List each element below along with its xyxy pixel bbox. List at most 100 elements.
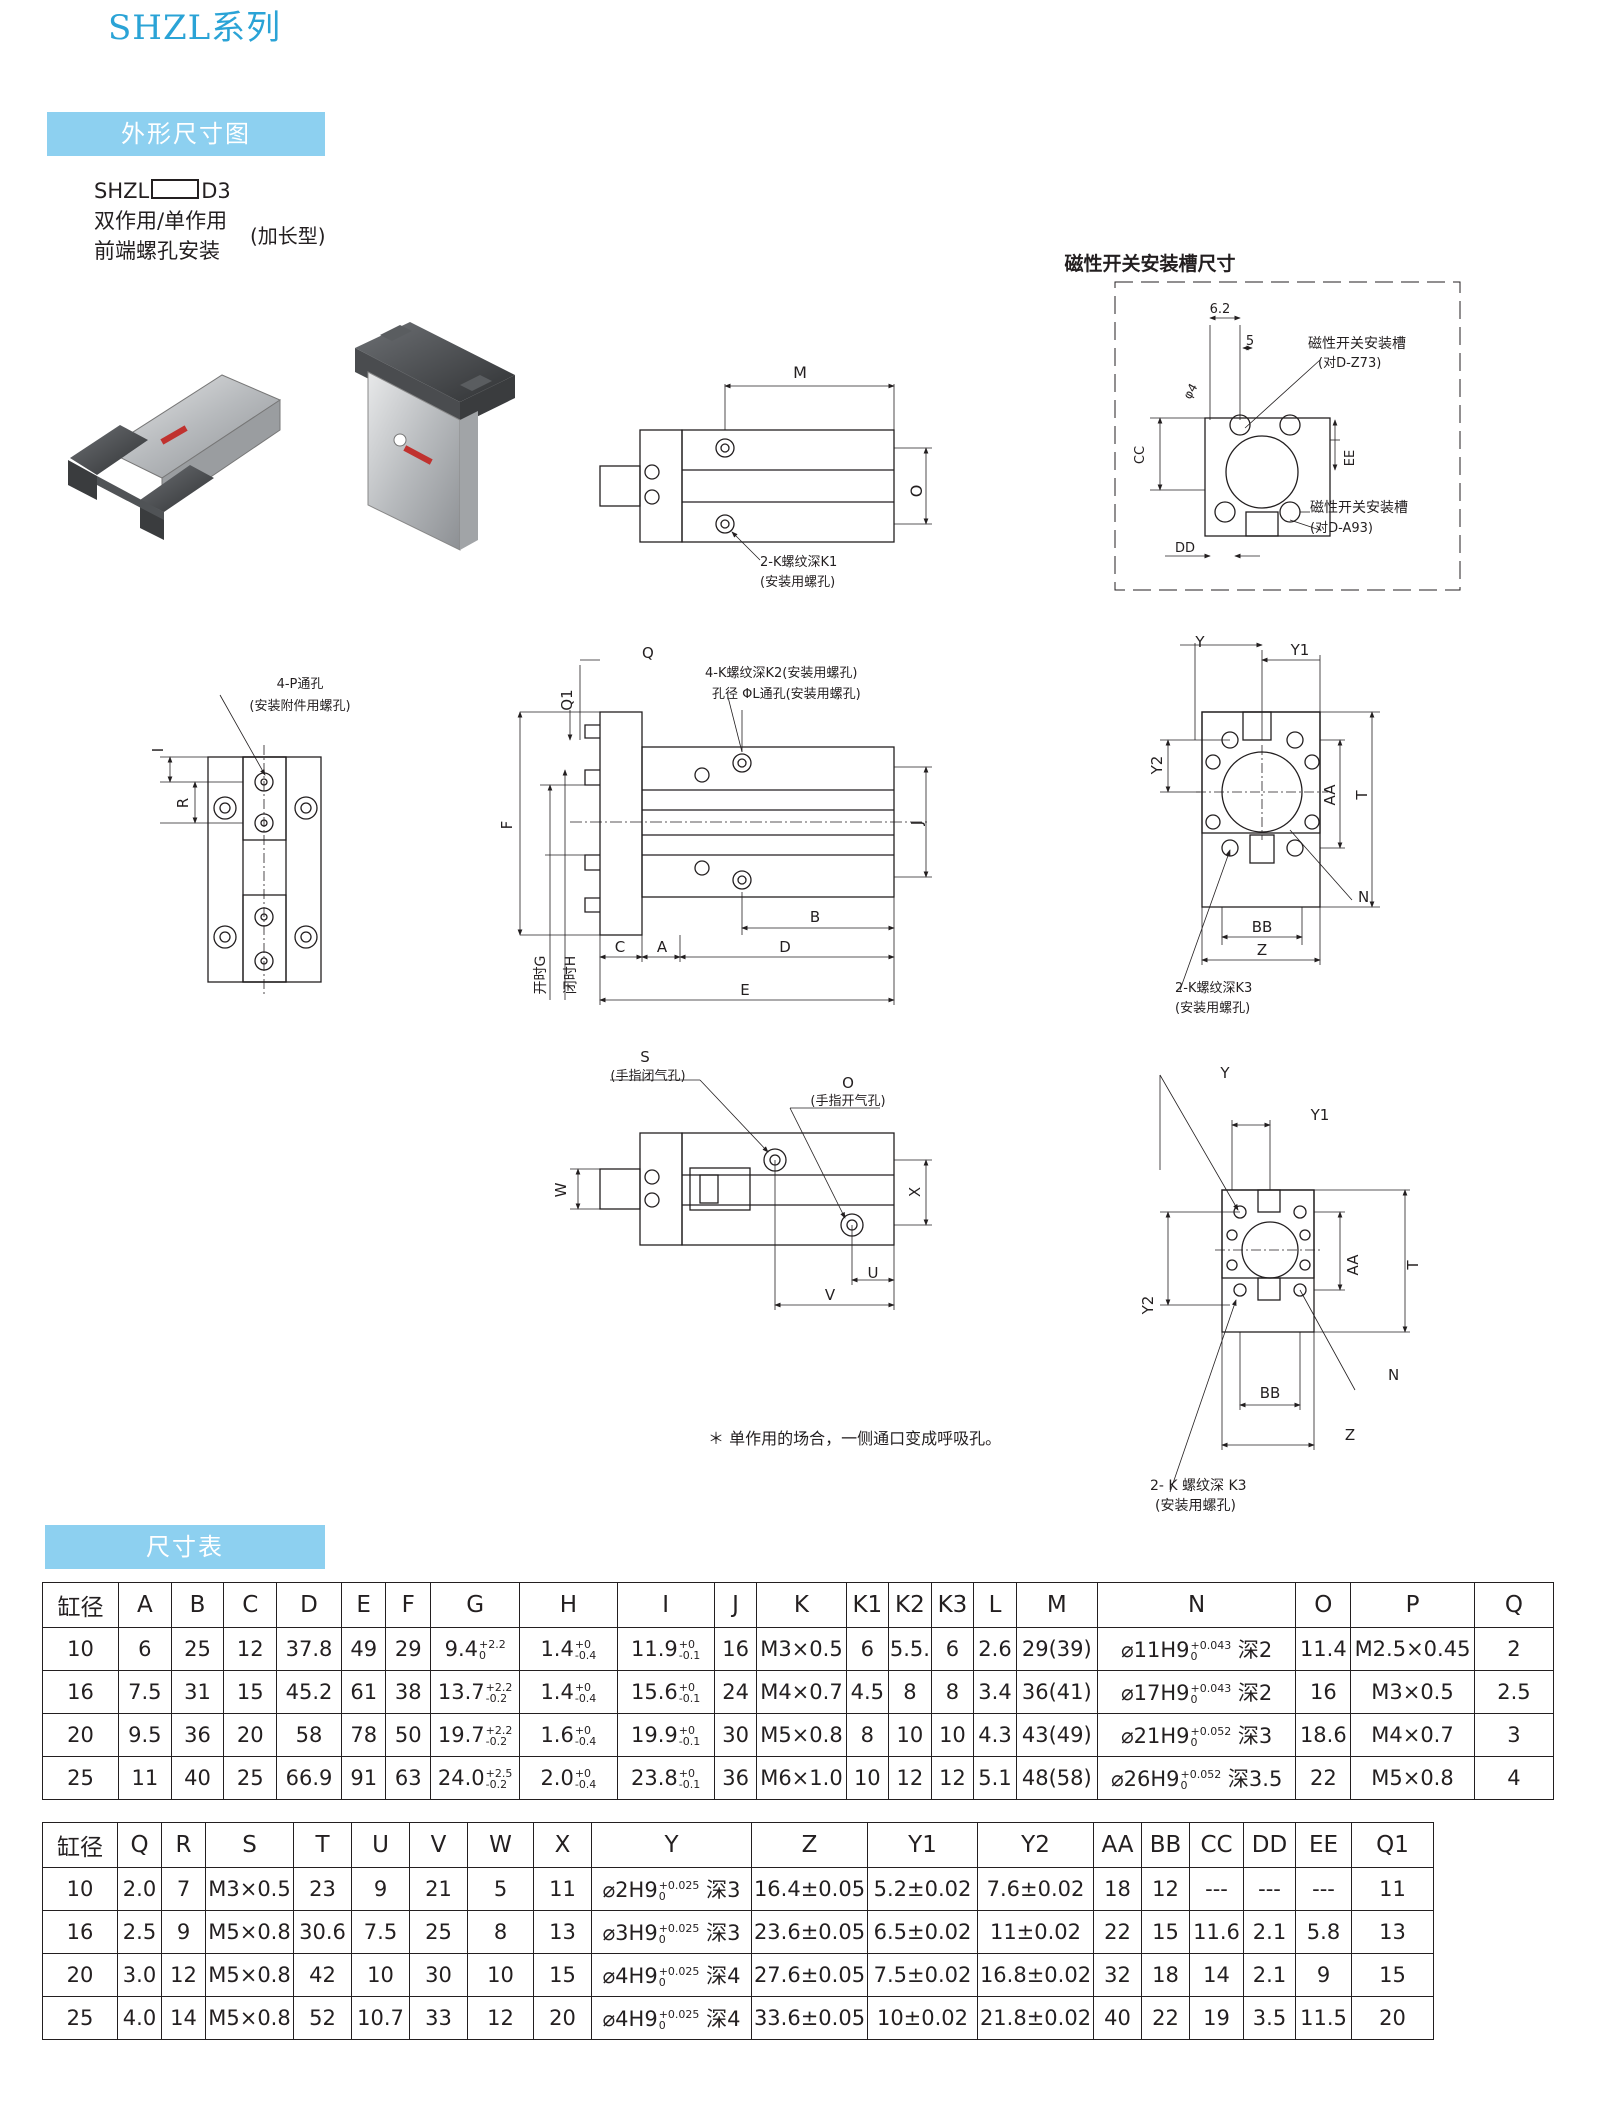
k1-hole-note-2: (安装用螺孔) — [760, 575, 835, 590]
p-hole-note: 4-P通孔 — [277, 677, 324, 692]
cell-value: ⌀26H9 — [1110, 1767, 1180, 1791]
table-cell: 14 — [1189, 1953, 1244, 1997]
tolerance-lower: -0.1 — [678, 1735, 701, 1748]
slot2-label: 磁性开关安装槽 — [1310, 500, 1408, 516]
dim-m-label: M — [793, 363, 807, 382]
table-cell: 30 — [713, 1713, 758, 1757]
k3-note-2: (安装用螺孔) — [1175, 1001, 1250, 1016]
table-cell: 15 — [533, 1953, 592, 1997]
tolerance-upper: +2.2 — [478, 1638, 506, 1651]
table-cell: 58 — [276, 1713, 342, 1757]
tolerance-upper: +0 — [678, 1724, 696, 1737]
table-cell: M5×0.8 — [205, 1996, 294, 2040]
tolerance-upper: +0.025 — [658, 1965, 700, 1978]
column-header: O — [1295, 1582, 1352, 1628]
dim-y: Y — [1194, 633, 1205, 651]
dim-e: E — [740, 981, 749, 999]
table-cell: --- — [1243, 1867, 1296, 1911]
table-cell: 10 — [845, 1756, 890, 1800]
table-cell: 19 — [1189, 1996, 1244, 2040]
table-cell: M4×0.7 — [756, 1670, 847, 1714]
tolerance-lower: -0.2 — [485, 1692, 508, 1705]
tolerance-upper: +0.025 — [658, 2008, 700, 2021]
outline-section-header: 外形尺寸图 — [47, 112, 325, 156]
cell-value: 19.7 — [437, 1723, 485, 1747]
table-cell: 25 — [409, 1910, 468, 1954]
dim-y2: Y2 — [1148, 756, 1166, 776]
tolerance: +0-0.1 — [679, 1639, 700, 1661]
table-cell: 78 — [340, 1713, 387, 1757]
tolerance-upper: +0 — [678, 1767, 696, 1780]
table-cell: 16 — [1295, 1670, 1352, 1714]
dim-v: V — [825, 1286, 836, 1304]
table-cell: 33 — [409, 1996, 468, 2040]
table-cell: 16.4±0.05 — [751, 1867, 868, 1911]
table-cell: 20 — [533, 1996, 592, 2040]
tolerance-lower: 0 — [478, 1649, 486, 1662]
table-cell: 2.0 — [117, 1867, 162, 1911]
table-cell: 9 — [351, 1867, 410, 1911]
column-header: M — [1015, 1582, 1098, 1628]
cell-value: 24.0 — [437, 1766, 485, 1790]
dim-n-b: N — [1388, 1366, 1399, 1384]
table-cell: M3×0.5 — [1350, 1670, 1475, 1714]
table-cell: 15 — [1141, 1910, 1190, 1954]
table-cell: 23.6±0.05 — [751, 1910, 868, 1954]
cell-value: 19.9 — [631, 1723, 678, 1747]
table-cell: 63 — [385, 1756, 432, 1800]
table-cell: 20 — [1351, 1996, 1434, 2040]
tolerance-lower: -0.4 — [574, 1735, 597, 1748]
cell-value: 1.4 — [540, 1680, 574, 1704]
front-view-drawing — [160, 694, 322, 995]
dim-t: T — [1353, 790, 1371, 801]
cell-value: ⌀4H9 — [602, 2007, 658, 2031]
tolerance: +0-0.1 — [679, 1725, 700, 1747]
table-cell: M5×0.8 — [1350, 1756, 1475, 1800]
table-cell: 16 — [42, 1910, 118, 1954]
column-header: I — [616, 1582, 715, 1628]
table-cell: M4×0.7 — [1350, 1713, 1475, 1757]
table-cell: 61 — [340, 1670, 387, 1714]
table-cell: 22 — [1093, 1910, 1142, 1954]
cell-value: 11.9 — [631, 1637, 678, 1661]
dim-y2-b: Y2 — [1139, 1296, 1157, 1316]
table-cell: 1.6+0-0.4 — [519, 1713, 618, 1757]
table-cell: 8 — [467, 1910, 534, 1954]
table-cell: 50 — [385, 1713, 432, 1757]
column-header: J — [713, 1582, 758, 1628]
table-cell: 4.3 — [973, 1713, 1017, 1757]
table-cell: 2.1 — [1243, 1953, 1296, 1997]
table-cell: 10 — [351, 1953, 410, 1997]
p-hole-note-2: (安装附件用螺孔) — [249, 699, 350, 714]
o-port-note: (手指开气孔) — [810, 1093, 885, 1109]
l-hole-note: 孔径 ΦL通孔(安装用螺孔) — [712, 687, 861, 702]
tolerance-lower: -0.2 — [485, 1778, 508, 1791]
action-type: 双作用/单作用 — [94, 209, 228, 233]
table-cell: 12 — [930, 1756, 975, 1800]
top-view-drawing — [599, 383, 932, 561]
table-cell: 29 — [385, 1627, 432, 1671]
table-cell: 8 — [888, 1670, 932, 1714]
variant-label: (加长型) — [250, 224, 326, 248]
table-cell: 9.5 — [118, 1713, 172, 1757]
cell-value: 15.6 — [631, 1680, 678, 1704]
table-cell: 42 — [293, 1953, 352, 1997]
tolerance-lower: 0 — [1190, 1736, 1198, 1749]
tolerance-upper: +0 — [678, 1681, 696, 1694]
tolerance: +0-0.4 — [575, 1682, 596, 1704]
single-acting-footnote: ＊ 单作用的场合，一侧通口变成呼吸孔。 — [708, 1429, 1002, 1448]
table-cell: 21.8±0.02 — [977, 1996, 1094, 2040]
product-photo-horizontal — [68, 374, 282, 540]
slot1-label: 磁性开关安装槽 — [1308, 336, 1406, 352]
table-cell: 16 — [42, 1670, 119, 1714]
table-cell: 11.6 — [1189, 1910, 1244, 1954]
table-cell: 15 — [1351, 1953, 1434, 1997]
